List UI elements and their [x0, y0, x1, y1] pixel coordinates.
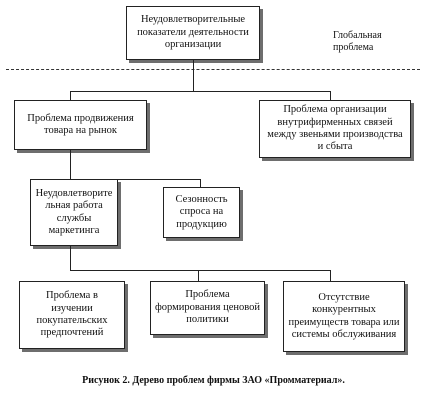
problem-box-market-promotion: Проблема продвижения товара на рынок [14, 100, 147, 150]
problem-box-consumer-preferences: Проблема в изучении покупательских предп… [19, 281, 125, 349]
problem-text-competitive-advantages: Отсутствие конкурентных преимуществ това… [288, 291, 400, 340]
root-problem-box: Неудовлетворительные показатели деятельн… [126, 6, 260, 60]
connector-level3-bar [70, 179, 200, 180]
level-divider-dashed [6, 69, 420, 70]
problem-box-seasonal-demand: Сезонность спроса на продукцию [163, 187, 240, 238]
figure-caption: Рисунок 2. Дерево проблем фирмы ЗАО «Про… [82, 375, 345, 386]
connector-root-down [193, 60, 194, 91]
connector-level3-right [200, 179, 201, 187]
problem-box-pricing-policy: Проблема формирования ценовой политики [150, 281, 265, 335]
global-problem-text: Глобальная проблема [333, 30, 382, 53]
connector-level2-right [330, 91, 331, 100]
connector-level2-left [70, 91, 71, 100]
connector-level4-right [330, 270, 331, 281]
problem-text-pricing-policy: Проблема формирования ценовой политики [155, 289, 260, 326]
connector-l2-down [70, 150, 71, 179]
root-problem-text: Неудовлетворительные показатели деятельн… [137, 14, 249, 51]
global-problem-label: Глобальная проблема [333, 30, 403, 54]
problem-box-marketing-service: Неудовлетворите льная работа службы марк… [30, 179, 118, 246]
problem-text-seasonal-demand: Сезонность спроса на продукцию [175, 193, 228, 230]
connector-level4-middle [198, 270, 199, 281]
problem-text-market-promotion: Проблема продвижения товара на рынок [27, 112, 134, 136]
problem-text-internal-links: Проблема организации внутрифирменных свя… [267, 104, 403, 153]
problem-box-internal-links: Проблема организации внутрифирменных свя… [259, 100, 411, 158]
problem-text-marketing-service: Неудовлетворите льная работа службы марк… [35, 187, 113, 236]
connector-level2-bar [70, 91, 330, 92]
problem-text-consumer-preferences: Проблема в изучении покупательских предп… [36, 290, 108, 339]
problem-box-competitive-advantages: Отсутствие конкурентных преимуществ това… [283, 281, 405, 352]
connector-l3-down [70, 246, 71, 270]
connector-level4-bar [70, 270, 331, 271]
